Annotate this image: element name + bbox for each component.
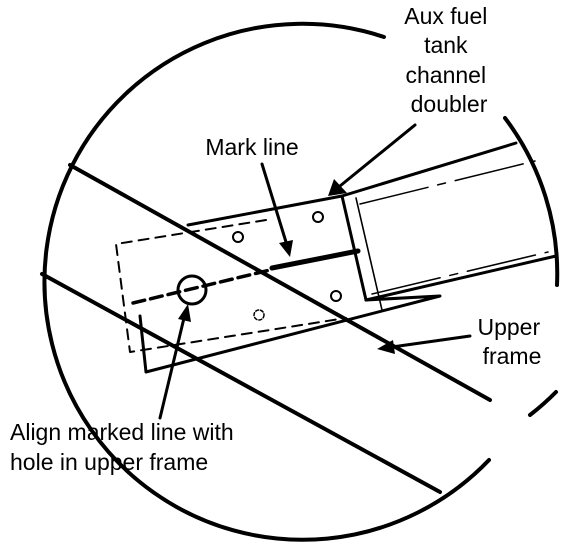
tank-channel-inner-edge [355, 197, 383, 311]
doubler-label-line: channel [406, 62, 487, 88]
mark-line [269, 248, 361, 271]
mark-line-leader-arrow [260, 162, 293, 257]
doubler-leader-arrow [328, 123, 417, 196]
hidden-rivet-hole [253, 309, 265, 321]
align-instruction-line: Align marked line with [10, 419, 234, 445]
upper-frame-label-line: frame [483, 343, 542, 369]
tank-channel-bottom [364, 254, 558, 302]
alignment-hole-leader-arrow [158, 304, 191, 420]
upper-frame-label-line: Upper [477, 314, 540, 340]
doubler-hidden-mark-line [131, 268, 272, 305]
rivet-hole [330, 290, 342, 302]
rivet-hole [312, 211, 324, 223]
channel-upper-edge [186, 194, 344, 227]
doubler-label-line: Aux fuel [404, 3, 487, 29]
doubler-label-line: doubler [411, 91, 488, 117]
tank-channel-dash-lower [371, 251, 549, 295]
upper-frame-bottom-edge [40, 272, 442, 494]
upper-frame-leader-arrow [377, 334, 472, 354]
detail-circle-arc-lower [528, 390, 558, 417]
channel-outline [138, 294, 442, 374]
mark-line-label: Mark line [205, 134, 298, 160]
tank-channel-dash-upper [359, 160, 536, 205]
detail-circle-arc-main [42, 21, 491, 542]
rivet-hole [232, 231, 244, 243]
align-instruction-line: hole in upper frame [10, 449, 208, 475]
alignment-hole [176, 274, 208, 306]
detail-circle-arc-upper [503, 116, 560, 287]
upper-frame-top-edge [68, 163, 492, 402]
doubler-label: Aux fuel tank channel doubler [404, 3, 494, 117]
doubler-label-line: tank [424, 32, 468, 58]
tank-channel-end [340, 194, 368, 302]
tank-channel-top [340, 141, 518, 198]
align-instruction-label: Align marked line with hole in upper fra… [10, 419, 240, 475]
upper-frame-label: Upper frame [477, 314, 546, 369]
